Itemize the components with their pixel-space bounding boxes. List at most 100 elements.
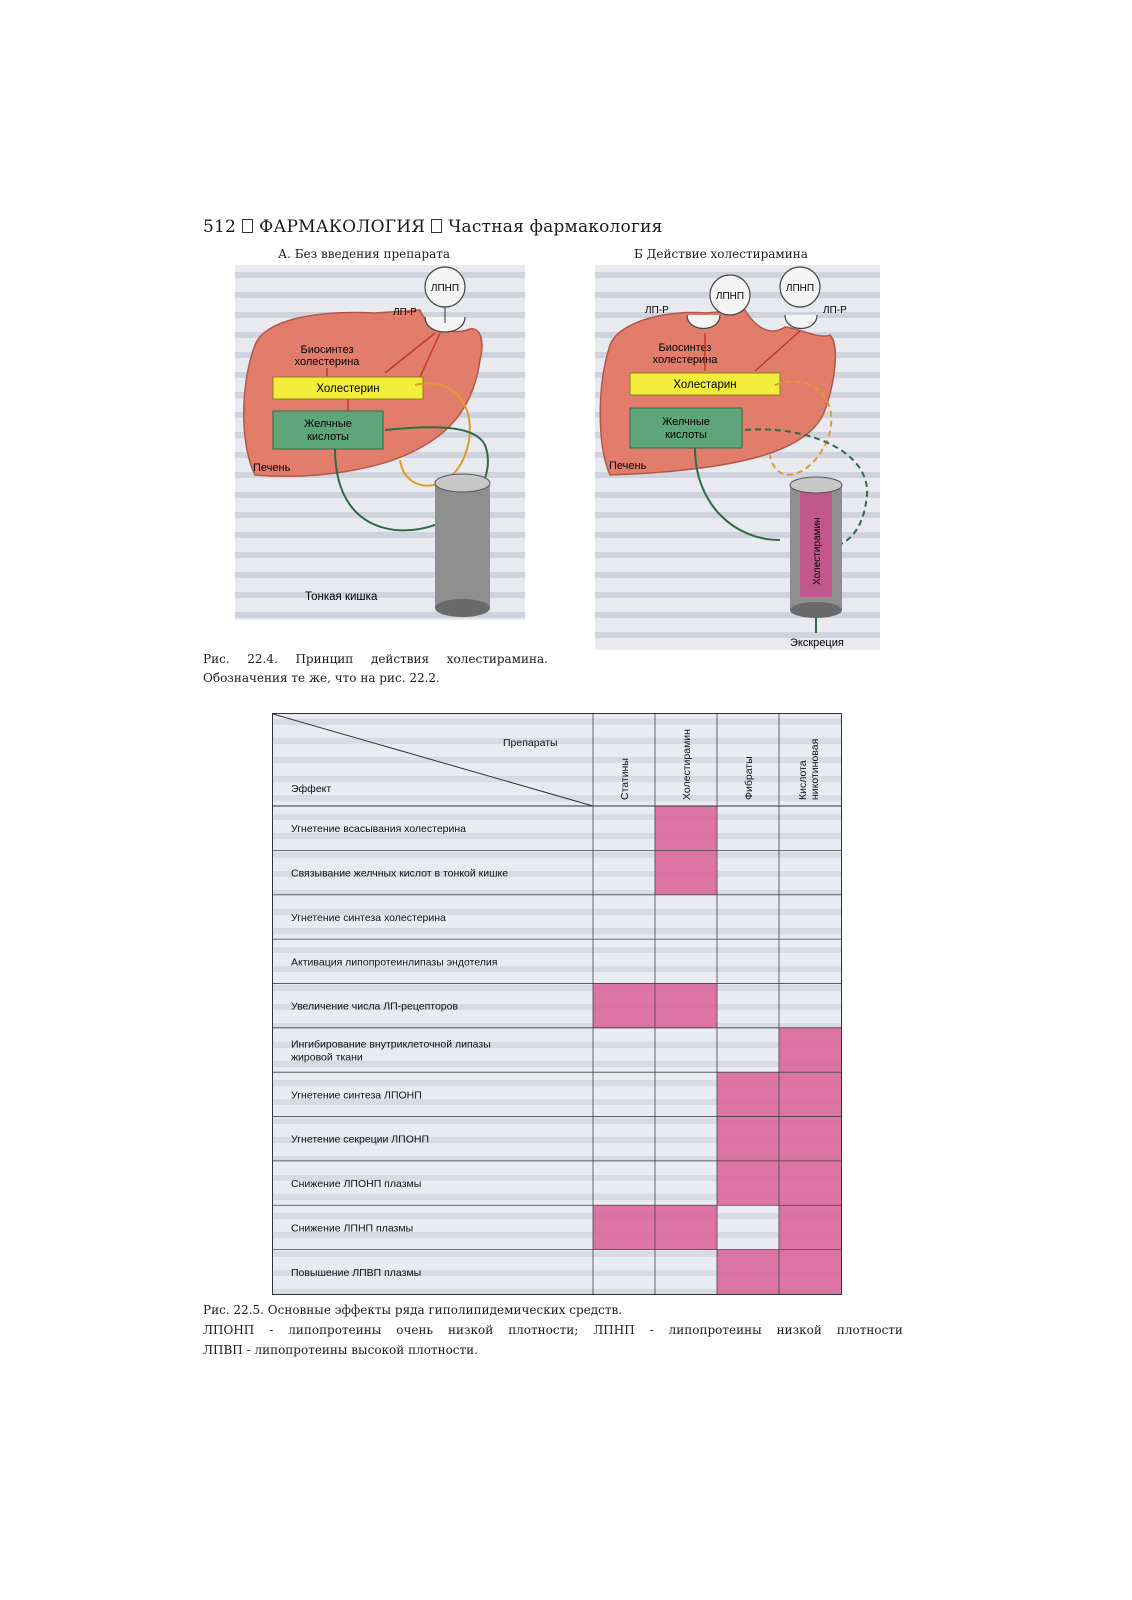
bile-acids-label-2: кислоты bbox=[307, 431, 349, 443]
caption-word: - bbox=[649, 1323, 654, 1337]
section-title: Частная фармакология bbox=[448, 217, 663, 237]
figure-22-4-caption: Рис. 22.4. Принцип действия холестирамин… bbox=[203, 650, 548, 688]
effect-label: Ингибирование внутриклеточной липазы bbox=[291, 1039, 491, 1051]
figure-22-5-caption: Рис. 22.5. Основные эффекты ряда гиполип… bbox=[203, 1300, 903, 1360]
effect-label: Связывание желчных кислот в тонкой кишке bbox=[291, 868, 508, 880]
bile-acids-box bbox=[629, 407, 743, 449]
active-cell bbox=[779, 1072, 841, 1117]
receptor-arrow bbox=[384, 332, 436, 374]
effect-label: Угнетение секреции ЛПОНП bbox=[291, 1134, 429, 1146]
cholesterol-label: Холестерин bbox=[316, 383, 379, 395]
ldl-circle bbox=[709, 274, 751, 316]
receptor-arrow bbox=[754, 330, 801, 372]
orange-loop-arrow bbox=[399, 382, 471, 487]
separator-square-icon bbox=[242, 219, 254, 233]
ldl-label: ЛПНП bbox=[786, 283, 814, 294]
panel-b-title: Б Действие холестирамина bbox=[634, 247, 808, 261]
effect-label: Снижение ЛПНП плазмы bbox=[291, 1222, 413, 1234]
bile-acids-label-1: Желчные bbox=[304, 418, 352, 430]
effect-label: Снижение ЛПОНП плазмы bbox=[291, 1178, 421, 1190]
effect-label: Угнетение всасывания холестерина bbox=[291, 823, 466, 835]
header-effect-label: Эффект bbox=[291, 783, 331, 795]
excretion-label: Экскреция bbox=[790, 637, 844, 649]
caption-line-2: Обозначения те же, что на рис. 22.2. bbox=[203, 671, 440, 685]
caption-word: - bbox=[269, 1323, 274, 1337]
caption-word: низкой bbox=[776, 1323, 822, 1337]
caption-line-1: Рис. 22.5. Основные эффекты ряда гиполип… bbox=[203, 1303, 623, 1317]
receptor-cup-icon bbox=[424, 316, 466, 333]
caption-word: Рис. bbox=[203, 652, 230, 666]
panel-a-diagram: ЛПНП ЛП-Р Биосинтез холестерина Холестер… bbox=[235, 265, 525, 620]
caption-word: ЛПОНП bbox=[203, 1323, 255, 1337]
green-dashed-arrow bbox=[744, 428, 869, 551]
intestine-bottom bbox=[790, 602, 842, 618]
drug-header: Статины bbox=[619, 758, 631, 800]
effect-label: Угнетение синтеза холестерина bbox=[291, 912, 446, 924]
active-cell bbox=[655, 983, 717, 1028]
active-cell bbox=[655, 806, 717, 851]
liver-label: Печень bbox=[253, 462, 291, 474]
receptor-cup-icon bbox=[686, 314, 721, 329]
biosynthesis-label-1: Биосинтез bbox=[658, 342, 711, 354]
active-cell bbox=[779, 1160, 841, 1206]
active-cell bbox=[593, 983, 655, 1028]
caption-word: холестирамина. bbox=[446, 652, 548, 666]
effect-label: Активация липопротеинлипазы эндотелия bbox=[291, 956, 497, 968]
caption-word: 22.4. bbox=[247, 652, 278, 666]
active-cell bbox=[779, 1249, 841, 1294]
caption-line-1: Рис. 22.4. Принцип действия холестирамин… bbox=[203, 650, 548, 669]
active-cell bbox=[593, 1205, 655, 1250]
intestine-cylinder bbox=[435, 483, 490, 608]
active-cell bbox=[717, 1116, 779, 1161]
bile-acids-label-2: кислоты bbox=[665, 429, 707, 441]
active-cell bbox=[779, 1116, 841, 1161]
panel-b-diagram: ЛПНП ЛПНП ЛП-Р ЛП-Р Биосинтез холестерин… bbox=[595, 265, 880, 650]
page-number: 512 bbox=[203, 217, 237, 237]
drug-header: Холестирамин bbox=[681, 729, 693, 800]
panel-a-title: А. Без введения препарата bbox=[278, 247, 451, 261]
active-cell bbox=[717, 1072, 779, 1117]
caption-word: низкой bbox=[447, 1323, 494, 1337]
active-cell bbox=[779, 1027, 841, 1073]
active-cell bbox=[779, 1205, 841, 1250]
receptor-cup-icon bbox=[784, 314, 818, 329]
intestine-label: Тонкая кишка bbox=[305, 591, 378, 603]
caption-word: очень bbox=[396, 1323, 434, 1337]
biosynthesis-label-2: холестерина bbox=[653, 354, 719, 366]
receptor-label: ЛП-Р bbox=[393, 307, 417, 318]
drug-header: Кислота bbox=[797, 760, 809, 800]
separator-square-icon bbox=[431, 219, 443, 233]
ldl-circle bbox=[779, 266, 821, 308]
header-drugs-label: Препараты bbox=[503, 737, 558, 749]
active-cell bbox=[717, 1249, 779, 1294]
receptor-label: ЛП-Р bbox=[823, 305, 847, 316]
biosynthesis-label-1: Биосинтез bbox=[300, 344, 353, 356]
bile-acids-label-1: Желчные bbox=[662, 416, 710, 428]
active-cell bbox=[717, 1160, 779, 1206]
effect-label: жировой ткани bbox=[291, 1052, 363, 1064]
intestine-top bbox=[434, 473, 491, 493]
effect-label: Угнетение синтеза ЛПОНП bbox=[291, 1089, 422, 1101]
drug-header: Фибраты bbox=[743, 756, 755, 800]
caption-word: липопротеины bbox=[288, 1323, 382, 1337]
liver-label: Печень bbox=[609, 460, 647, 472]
caption-word: липопротеины bbox=[668, 1323, 762, 1337]
ldl-label: ЛПНП bbox=[431, 283, 459, 294]
effect-label: Увеличение числа ЛП-рецепторов bbox=[291, 1001, 458, 1013]
intestine-bottom bbox=[435, 599, 490, 617]
drug-header: никотиновая bbox=[809, 739, 821, 800]
caption-line-2: ЛПОНП - липопротеины очень низкой плотно… bbox=[203, 1320, 903, 1340]
caption-word: плотности bbox=[836, 1323, 903, 1337]
green-arrow bbox=[694, 447, 781, 541]
drug-label: Холестирамин bbox=[812, 517, 823, 585]
orange-dashed-arrow bbox=[769, 380, 833, 476]
header-diagonal bbox=[273, 714, 594, 807]
receptor-label: ЛП-Р bbox=[645, 305, 669, 316]
cholestyramine-bar bbox=[800, 487, 832, 597]
bile-acids-box bbox=[272, 410, 384, 450]
active-cell bbox=[655, 850, 717, 895]
receptor-arrow bbox=[419, 332, 441, 378]
caption-word: Принцип bbox=[295, 652, 354, 666]
